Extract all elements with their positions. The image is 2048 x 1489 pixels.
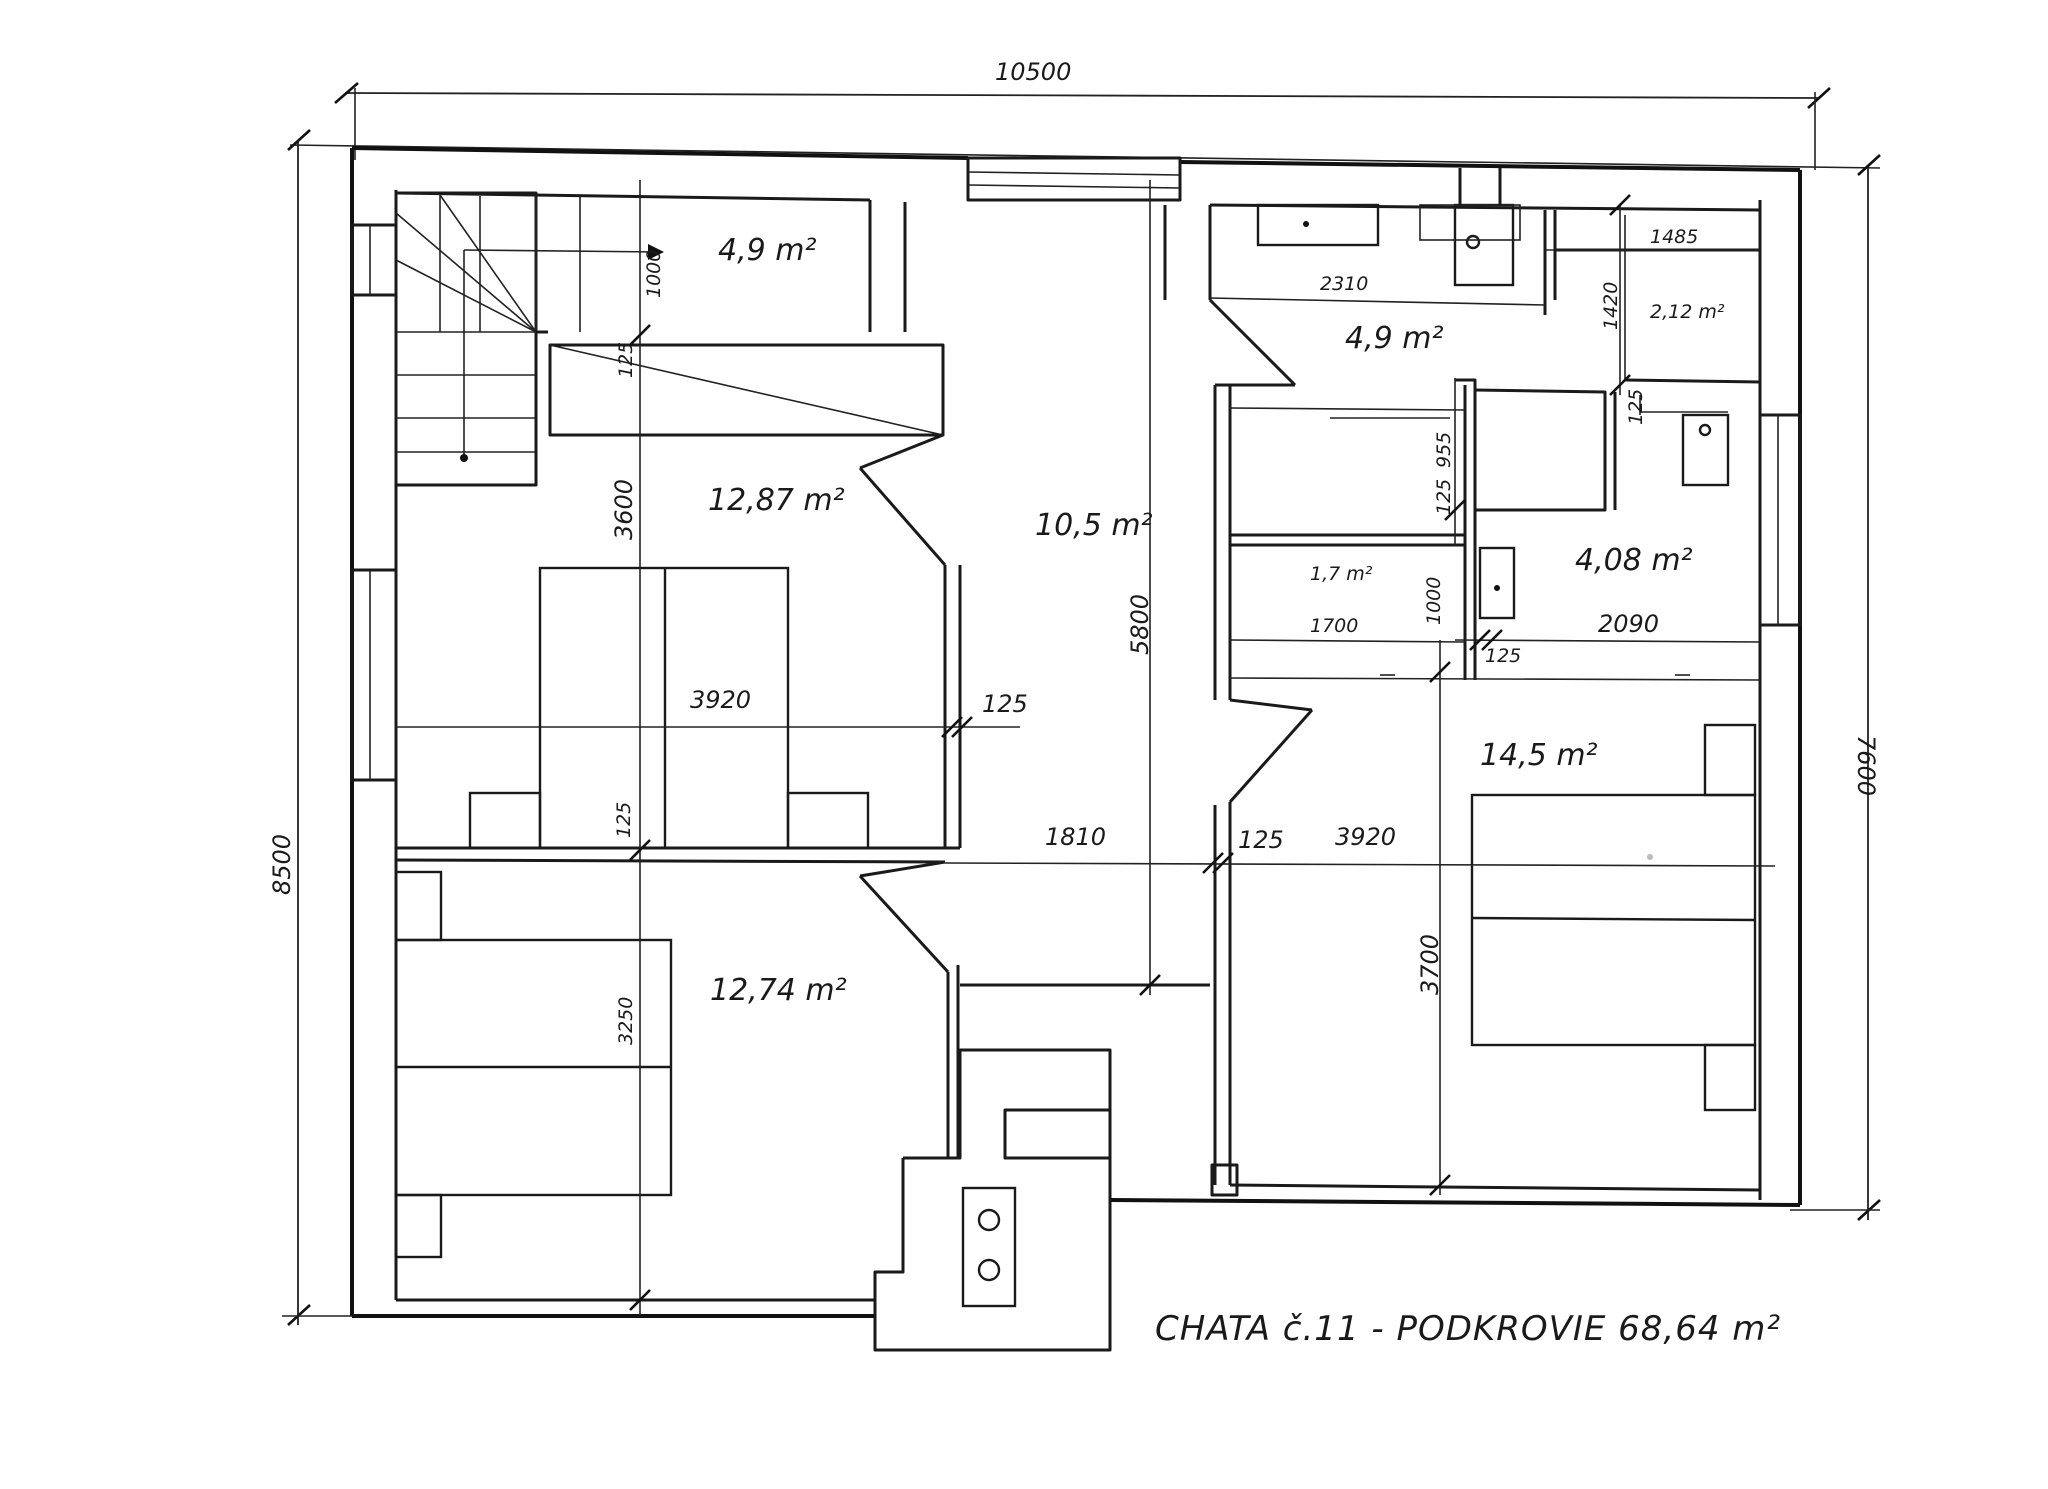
room-label-bedroom-sw: 12,74 m² — [710, 973, 847, 1008]
dim-hall-1810: 1810 — [1045, 823, 1106, 851]
dim-storage-1485: 1485 — [1650, 226, 1698, 248]
dim-bath-1420: 1420 — [1600, 282, 1622, 330]
dim-overall-right: 7600 — [1852, 735, 1880, 796]
dim-bed-nw-125: 125 — [982, 690, 1028, 718]
dim-bath-2310: 2310 — [1320, 273, 1368, 295]
dim-overall-left: 8500 — [268, 834, 296, 895]
dim-wc-2090: 2090 — [1598, 610, 1659, 638]
room-label-storage: 2,12 m² — [1650, 301, 1725, 323]
dim-closet-955: 955 — [1433, 432, 1455, 468]
plan-title: CHATA č.11 - PODKROVIE 68,64 m² — [1155, 1309, 1781, 1349]
dim-bed-nw-125b: 125 — [613, 802, 635, 838]
room-label-closet: 1,7 m² — [1310, 563, 1373, 585]
dim-wc-125: 125 — [1625, 389, 1647, 425]
dim-wc-125b: 125 — [1485, 645, 1521, 667]
bed-e — [1470, 723, 1757, 1112]
interior-dimension-lines — [396, 180, 1776, 1316]
dim-stair-125: 125 — [615, 342, 637, 378]
dim-hall-5800: 5800 — [1126, 594, 1154, 655]
bed-sw — [394, 870, 673, 1259]
closet-wc — [1229, 378, 1761, 681]
bed-nw — [468, 566, 870, 850]
dim-bed-nw-3600: 3600 — [610, 479, 638, 540]
dim-bed-e-3700: 3700 — [1416, 934, 1444, 995]
dim-bed-nw-3920: 3920 — [690, 686, 751, 714]
outer-dimension-lines — [282, 82, 1881, 1326]
bedroom-sw-walls — [858, 860, 1210, 1352]
bathroom — [1209, 168, 1761, 315]
hall-walls — [1163, 205, 1314, 1197]
bedroom-nw-walls — [395, 330, 962, 864]
dim-closet-1000: 1000 — [1423, 577, 1445, 625]
staircase — [394, 191, 907, 487]
room-label-bedroom-nw: 12,87 m² — [708, 483, 845, 518]
dim-stair-1000: 1000 — [643, 250, 665, 298]
room-label-wc: 4,08 m² — [1575, 543, 1693, 578]
dim-bed-e-125: 125 — [1238, 826, 1284, 854]
dim-closet-1700: 1700 — [1310, 615, 1358, 637]
dim-bed-sw-3250: 3250 — [615, 997, 637, 1045]
room-label-landing: 4,9 m² — [718, 233, 817, 268]
dim-overall-width: 10500 — [995, 58, 1071, 86]
room-label-bathroom: 4,9 m² — [1345, 321, 1444, 356]
dim-bed-e-3920: 3920 — [1335, 823, 1396, 851]
room-label-hall: 10,5 m² — [1035, 508, 1153, 543]
exterior-walls — [350, 146, 1802, 1318]
dim-closet-125: 125 — [1433, 479, 1455, 515]
room-label-bedroom-e: 14,5 m² — [1480, 738, 1598, 773]
